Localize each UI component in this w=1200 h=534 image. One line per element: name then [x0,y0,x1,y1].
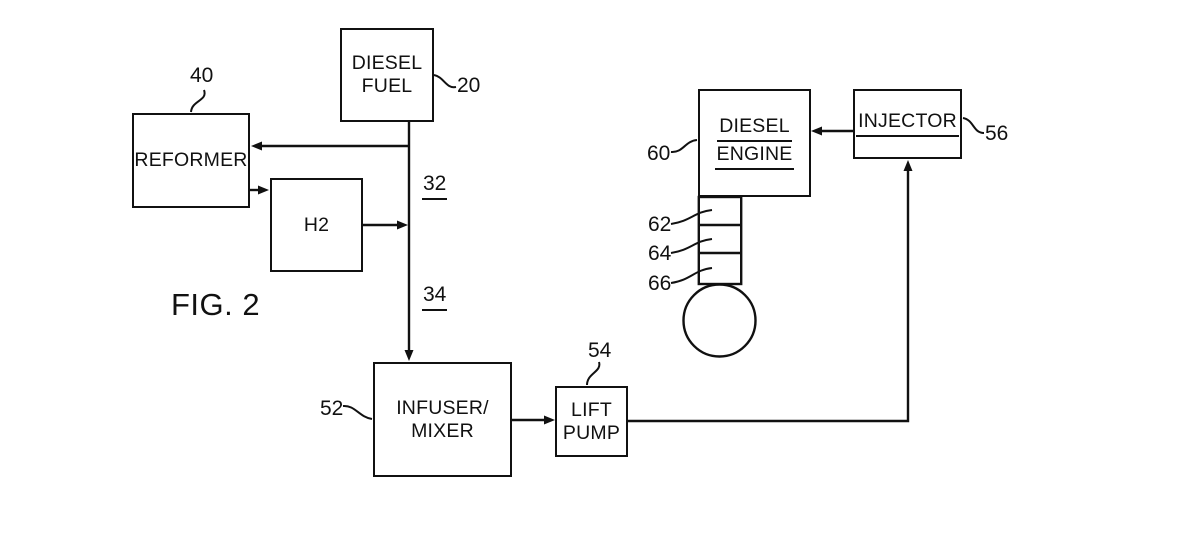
leader-20 [433,74,457,89]
ref-56-injector: 56 [985,122,1009,145]
injector-label: INJECTOR [856,110,959,137]
diesel-fuel-label-line2: FUEL [361,75,413,97]
arrowhead-into-reformer [251,141,262,151]
diesel-engine-label-line2: ENGINE [714,143,795,170]
leader-40 [190,89,206,113]
ref-54-lift-pump: 54 [588,339,612,362]
arrowhead-into-injector [903,160,913,171]
ref-20-diesel-fuel: 20 [457,74,481,97]
lift-pump-label-line1: LIFT [571,398,612,421]
box-diesel-engine: DIESEL ENGINE [698,89,811,197]
arrowhead-into-fuel-line [397,220,408,230]
leader-56 [962,117,985,134]
leader-60 [670,139,698,154]
box-diesel-fuel: DIESEL FUEL [340,28,434,122]
arrowhead-into-lift-pump [544,415,555,425]
leader-64 [670,238,713,254]
box-reformer: REFORMER [132,113,250,208]
reformer-label: REFORMER [134,149,248,171]
infuser-mixer-label-line2: MIXER [411,419,474,442]
box-h2: H2 [270,178,363,272]
thermometer-bulb [682,283,757,358]
leader-66 [670,267,713,284]
ref-32-stream: 32 [422,172,448,200]
infuser-mixer-label-line1: INFUSER/ [396,396,489,419]
box-injector: INJECTOR [853,89,962,159]
ref-40-reformer: 40 [190,64,214,87]
arrowhead-into-engine [811,126,822,136]
ref-62-cylinder: 62 [648,213,672,236]
diesel-fuel-label-line1: DIESEL [351,52,423,74]
arrowhead-into-h2 [258,185,269,195]
leader-52 [342,404,373,420]
line-lift-pump-to-injector [628,171,910,423]
ref-66-cylinder: 66 [648,272,672,295]
diesel-engine-label-line1: DIESEL [717,115,792,142]
h2-label: H2 [303,213,330,236]
leader-54 [586,361,601,386]
lift-pump-label-line2: PUMP [562,421,621,444]
thermometer-tube [697,195,743,286]
figure-title: FIG. 2 [171,287,261,322]
box-infuser-mixer: INFUSER/ MIXER [373,362,512,477]
ref-52-infuser-mixer: 52 [320,397,344,420]
arrowhead-into-infuser [404,350,414,361]
ref-64-cylinder: 64 [648,242,672,265]
box-lift-pump: LIFT PUMP [555,386,628,457]
ref-34-stream: 34 [422,283,448,311]
ref-60-diesel-engine: 60 [647,142,671,165]
leader-62 [670,209,713,225]
